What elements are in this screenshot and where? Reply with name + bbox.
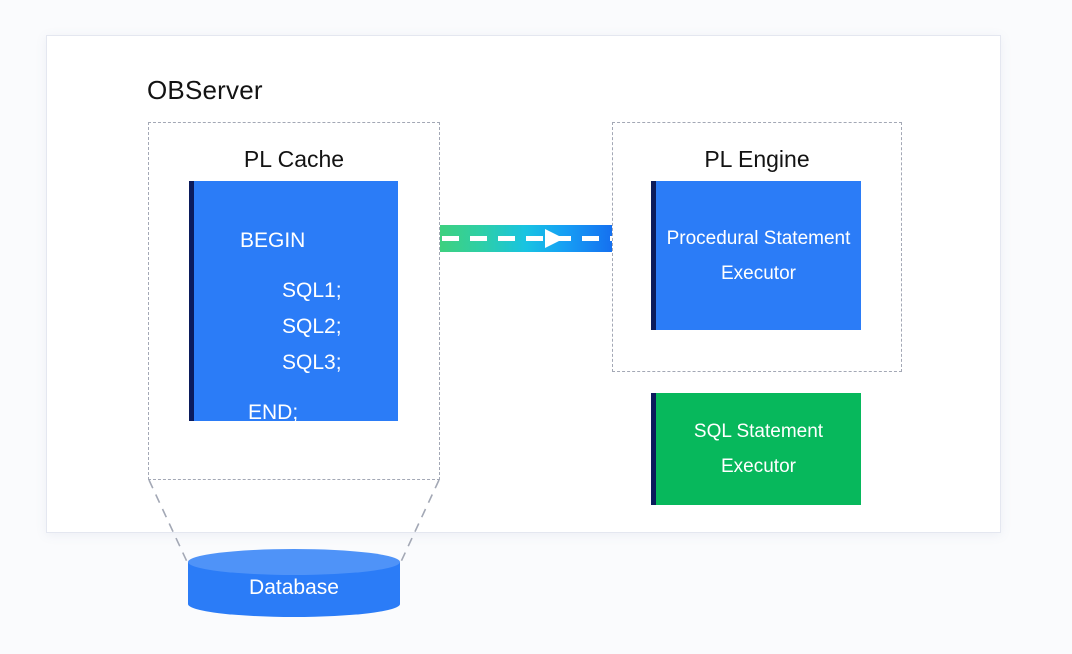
connector-arrow	[440, 225, 612, 252]
pl-engine-group: PL Engine	[612, 122, 902, 372]
pl-cache-title: PL Cache	[243, 146, 345, 172]
sql-statement-executor-label: SQL Statement Executor	[693, 421, 824, 477]
arrow-right-icon	[442, 229, 612, 248]
observer-title: OBServer	[147, 75, 263, 105]
code-line-sql2: SQL2;	[282, 315, 342, 338]
procedural-statement-executor-label: Procedural Statement Executor	[666, 227, 851, 284]
pl-engine-title: PL Engine	[704, 146, 810, 172]
database-cylinder: Database	[188, 549, 400, 617]
code-line-sql3: SQL3;	[282, 351, 342, 374]
pl-cache-group: PL Cache	[148, 122, 440, 480]
code-line-begin: BEGIN	[240, 229, 306, 252]
code-line-end: END;	[248, 401, 299, 424]
database-icon	[188, 549, 400, 617]
database-label: Database	[249, 576, 339, 599]
procedural-statement-executor-block: Procedural Statement Executor	[651, 181, 861, 330]
code-line-sql1: SQL1;	[282, 279, 342, 302]
pl-cache-code-block: BEGIN SQL1; SQL2; SQL3; END;	[189, 181, 398, 424]
sql-statement-executor-block: SQL Statement Executor	[651, 393, 861, 505]
